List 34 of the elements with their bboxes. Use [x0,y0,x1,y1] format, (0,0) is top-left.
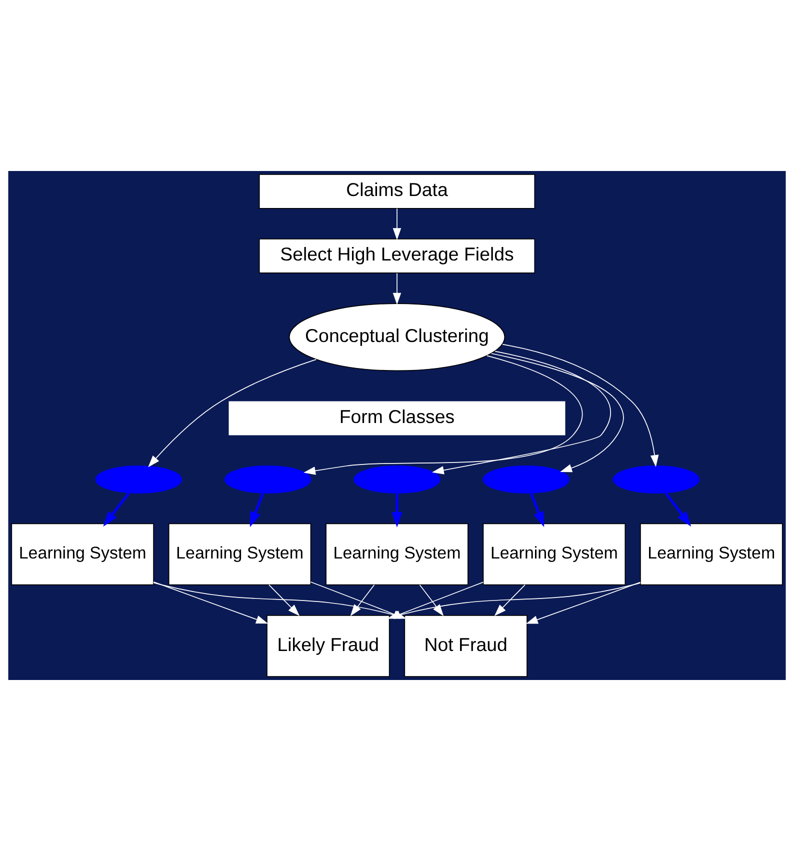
node-box: Select High Leverage Fields [258,238,536,274]
arrow [250,492,264,528]
arrow [392,272,402,305]
node-ellipse [95,465,182,494]
arrow [392,208,402,240]
arrow [350,584,375,616]
arrow [664,492,692,527]
arrow [530,492,544,528]
arrow [502,344,659,467]
node-ellipse [482,465,570,494]
arrow [526,582,641,624]
node-ellipse [354,465,440,494]
arrow [103,492,130,527]
node-ellipse [224,465,312,494]
arrow [268,584,300,616]
arrow [432,350,611,474]
node-ellipse [612,465,700,494]
node-box: Claims Data [258,174,536,209]
arrow [148,359,317,468]
node-box: Not Fraud [404,615,528,678]
node-box: Learning System [326,523,468,586]
node-box: Likely Fraud [266,615,390,678]
node-box: Learning System [168,523,312,586]
node-box: Learning System [482,523,626,586]
arrow [153,581,268,624]
arrow [494,584,526,616]
node-box: Form Classes [228,401,566,436]
arrow [392,493,402,528]
node-box: Learning System [11,523,154,586]
node-ellipse: Conceptual Clustering [288,303,506,372]
arrow [419,584,444,616]
arrow [304,355,583,475]
arrow [490,353,624,472]
node-box: Learning System [640,523,783,586]
